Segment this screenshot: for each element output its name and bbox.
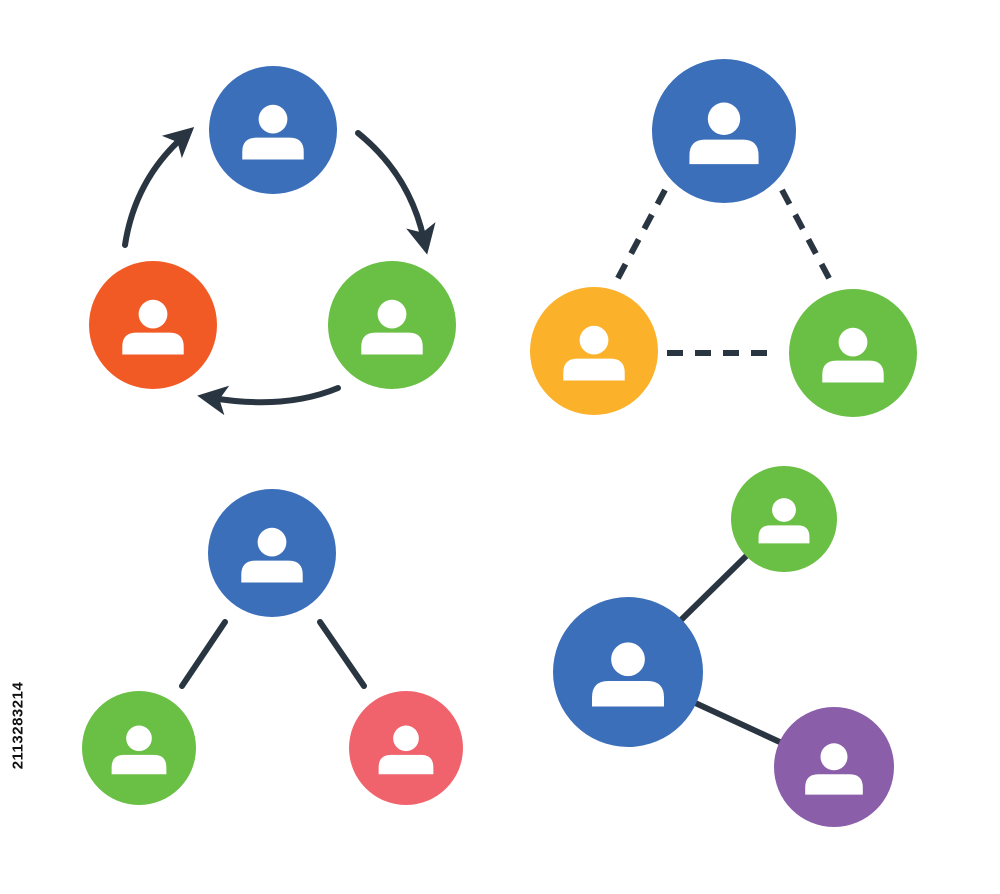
user-body: [592, 681, 664, 707]
stock-id-text: 2113283214: [9, 681, 27, 769]
user-head: [126, 725, 152, 752]
hierarchy-node-blue: [208, 489, 336, 617]
user-body: [805, 774, 863, 795]
user-body: [241, 560, 303, 583]
user-body: [689, 139, 759, 165]
cycle-node-red-orange: [89, 261, 217, 389]
cycle-node-green: [328, 261, 456, 389]
user-head: [258, 104, 288, 134]
user-icon: [241, 527, 303, 583]
user-icon: [378, 725, 434, 775]
cycle-arrow-blue-to-green: [355, 130, 436, 255]
cycle-arrow-red-to-blue: [122, 126, 195, 248]
user-icon: [758, 498, 810, 544]
cycle-node-blue: [209, 66, 337, 194]
user-head: [579, 325, 609, 355]
user-icon: [361, 299, 423, 355]
stock-id-label: 2113283214: [8, 650, 28, 800]
share-node-blue: [553, 597, 703, 747]
share-node-green: [731, 466, 837, 572]
user-body: [242, 137, 304, 160]
share-node-purple: [774, 707, 894, 827]
user-body: [822, 360, 884, 383]
user-body: [563, 358, 625, 381]
user-head: [707, 102, 741, 135]
user-head: [393, 725, 419, 752]
user-head: [772, 498, 796, 522]
triangle-node-yellow: [530, 287, 658, 415]
user-head: [377, 299, 407, 329]
user-body: [758, 525, 810, 544]
user-body: [378, 754, 434, 775]
hierarchy-line-left: [179, 619, 228, 689]
user-icon: [805, 743, 863, 795]
user-icon: [822, 327, 884, 383]
user-icon: [563, 325, 625, 381]
triangle-dash-blue-yellow: [614, 188, 668, 282]
triangle-node-blue: [652, 59, 796, 203]
user-head: [611, 642, 645, 677]
cycle-arrow-green-to-red: [197, 385, 341, 416]
triangle-dash-blue-green: [779, 188, 833, 282]
user-head: [257, 527, 287, 557]
user-head: [820, 743, 848, 771]
user-icon: [242, 104, 304, 160]
user-body: [111, 754, 167, 775]
hierarchy-node-green: [82, 691, 196, 805]
user-body: [122, 332, 184, 355]
hierarchy-node-pink: [349, 691, 463, 805]
triangle-node-green: [789, 289, 917, 417]
user-head: [838, 327, 868, 357]
user-icon: [592, 642, 664, 707]
user-icon: [111, 725, 167, 775]
user-body: [361, 332, 423, 355]
user-icon: [689, 102, 759, 165]
user-icon: [122, 299, 184, 355]
user-head: [138, 299, 168, 329]
hierarchy-line-right: [317, 619, 367, 689]
